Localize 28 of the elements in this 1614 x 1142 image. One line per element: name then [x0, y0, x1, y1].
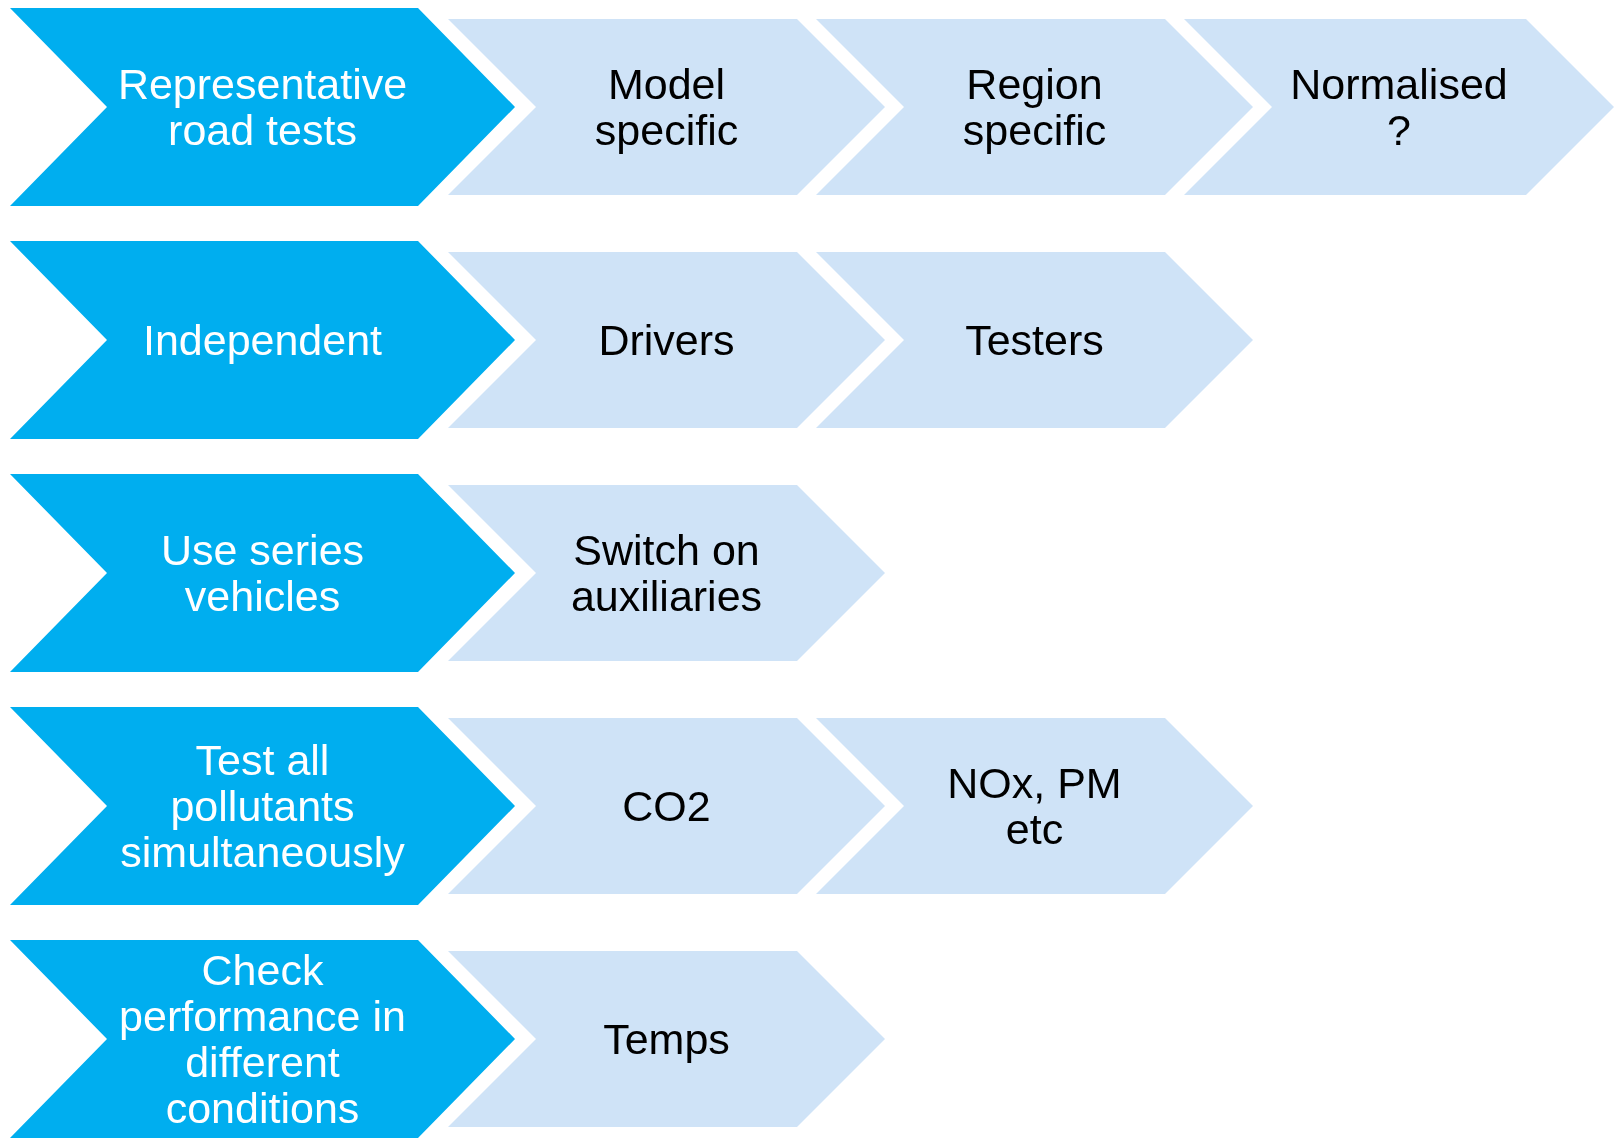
chevron-shape: [10, 940, 515, 1138]
chevron-label: Testers: [965, 317, 1104, 363]
chevron-label: CO2: [622, 783, 711, 829]
chevron-label: Switch on auxiliaries: [569, 527, 764, 619]
chevron-label: Temps: [603, 1016, 730, 1062]
chevron-shape: [10, 474, 515, 672]
chevron-shape: [10, 707, 515, 905]
chevron-shape: [10, 241, 515, 439]
chevron-step: [816, 252, 1253, 428]
chevron-step: [816, 19, 1253, 195]
chevron-step: [448, 485, 885, 661]
chevron-label: Normalised ?: [1289, 61, 1509, 153]
chevron-label: Region specific: [961, 61, 1108, 153]
chevron-label: Test all pollutants simultaneously: [119, 737, 406, 875]
chevron-label: Drivers: [598, 317, 735, 363]
chevron-label: NOx, PM etc: [946, 760, 1123, 852]
chevron-step: [816, 718, 1253, 894]
chevron-step: [448, 951, 885, 1127]
chevron-label: Use series vehicles: [159, 527, 366, 619]
chevron-label: Check performance in different conditions: [118, 947, 407, 1131]
chevron-step: [448, 718, 885, 894]
chevron-step: [1184, 19, 1614, 195]
chevron-step: [448, 19, 885, 195]
chevron-shape: [10, 8, 515, 206]
chevron-label: Model specific: [593, 61, 740, 153]
chevron-label: Representative road tests: [116, 61, 409, 153]
chevron-label: Independent: [142, 317, 383, 363]
chevron-step: [448, 252, 885, 428]
